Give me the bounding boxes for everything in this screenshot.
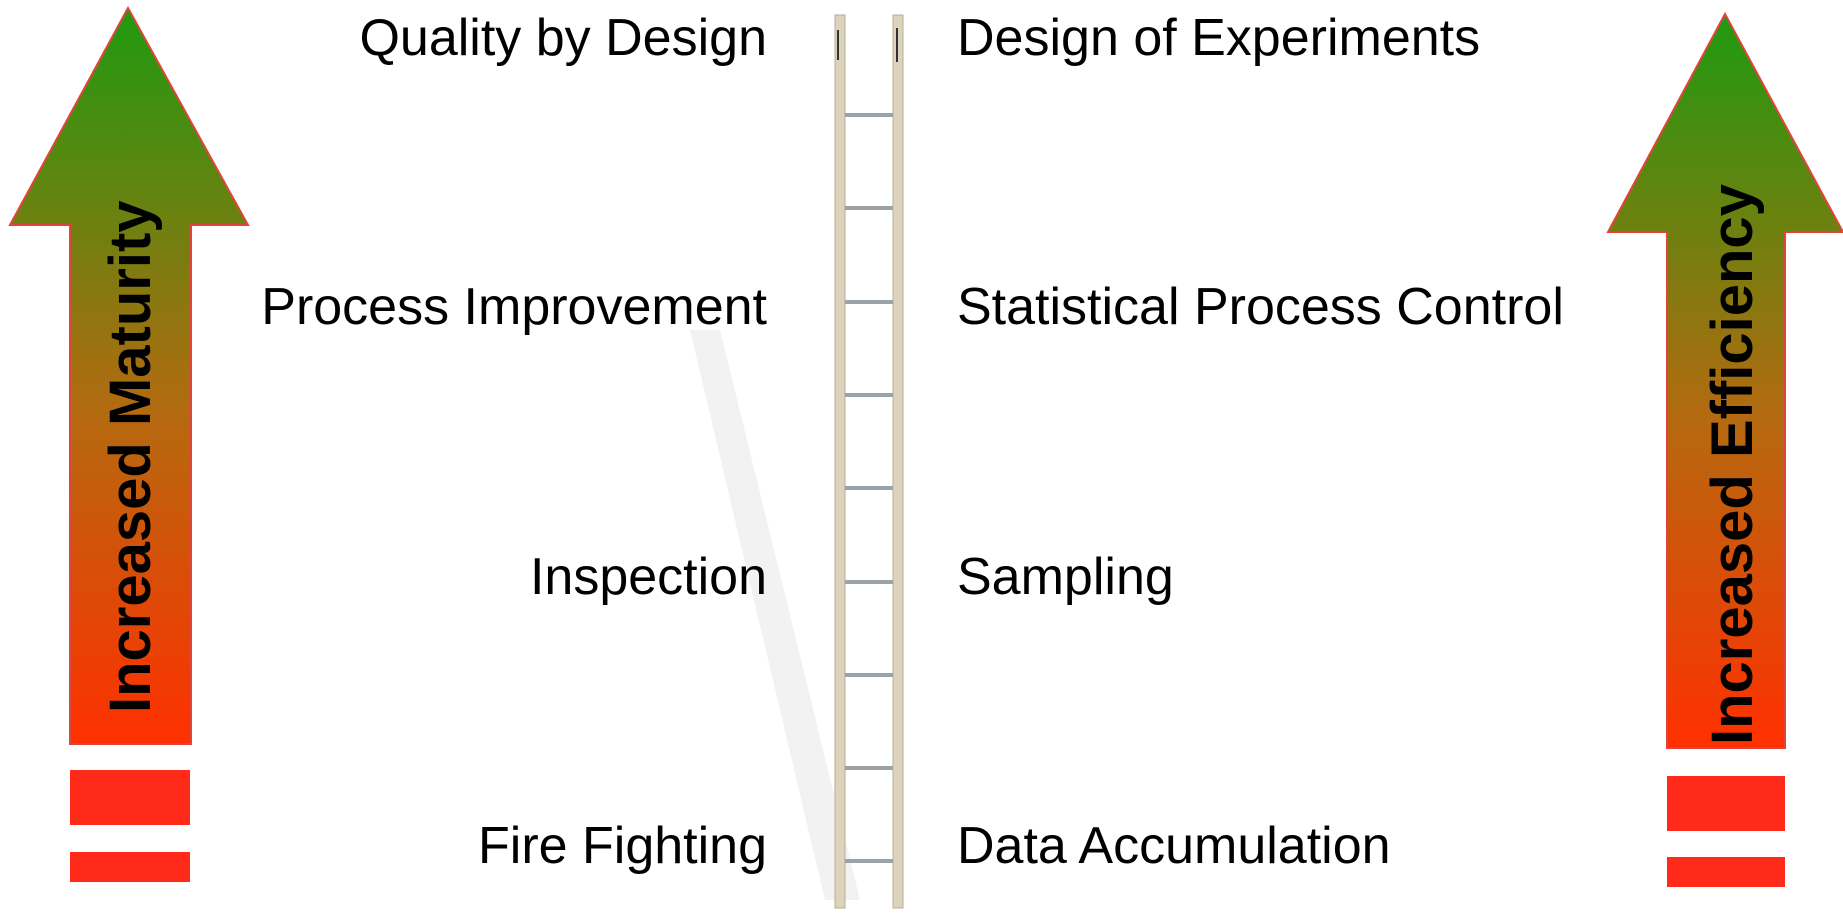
right-arrow-label: Increased Efficiency [1700, 184, 1765, 745]
level-3-left-label: Process Improvement [261, 278, 767, 336]
ladder-rung [845, 206, 893, 210]
level-4-right-label: Design of Experiments [957, 9, 1481, 67]
level-1-right-label: Data Accumulation [957, 817, 1391, 875]
ladder-left-rail [834, 14, 846, 909]
left-arrow-label: Increased Maturity [98, 200, 163, 713]
ladder-rung [845, 300, 893, 304]
ladder-rung [845, 766, 893, 770]
ladder-rung [845, 580, 893, 584]
ladder-rung [845, 113, 893, 117]
left-arrow-shape [8, 5, 250, 745]
left-arrow-tail-block-2 [70, 852, 190, 882]
right-arrow-tail-block-1 [1667, 776, 1785, 831]
ladder-rung [845, 393, 893, 397]
ladder-rung [845, 486, 893, 490]
level-2-right-label: Sampling [957, 548, 1174, 606]
ladder-shadow [690, 330, 860, 900]
right-arrow-shape [1606, 11, 1843, 749]
left-arrow-tail-block-1 [70, 770, 190, 825]
right-arrow: Increased Efficiency [1606, 11, 1843, 887]
level-2-left-label: Inspection [529, 548, 767, 606]
level-3-right-label: Statistical Process Control [957, 278, 1564, 336]
ladder-rung [845, 673, 893, 677]
ladder [834, 14, 904, 909]
left-arrow: Increased Maturity [8, 5, 250, 882]
level-4-left-label: Quality by Design [359, 9, 767, 67]
right-arrow-tail-block-2 [1667, 857, 1785, 887]
ladder-rungs [845, 113, 893, 863]
ladder-rung [845, 859, 893, 863]
ladder-right-rail [892, 14, 904, 909]
level-1-left-label: Fire Fighting [478, 817, 767, 875]
